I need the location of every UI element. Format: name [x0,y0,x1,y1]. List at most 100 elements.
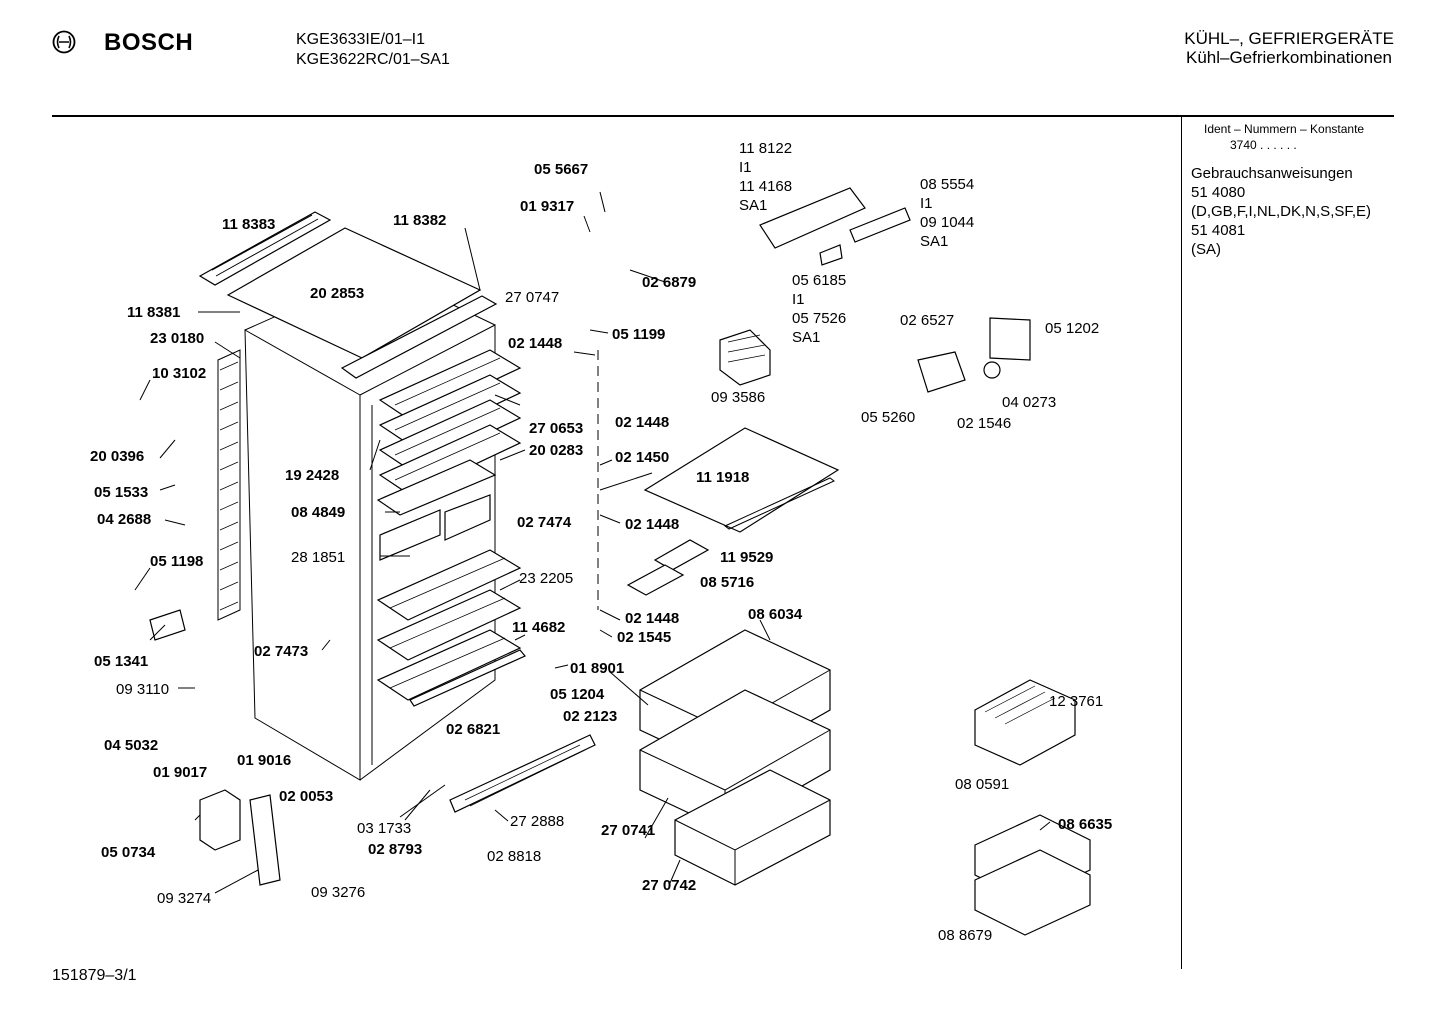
label-ctl-8: SA1 [792,329,820,346]
label-118382: 11 8382 [393,212,446,229]
part-labels: 11 8383 11 8382 20 2853 11 8381 27 0747 … [90,140,1112,944]
label-050734: 05 0734 [101,844,156,861]
label-021448-b: 02 1448 [615,414,669,431]
top-cover [198,211,498,379]
label-ctl-7: 05 7526 [792,310,846,327]
label-051533: 05 1533 [94,484,148,501]
bosch-logo-icon [52,30,76,59]
label-270742: 27 0742 [642,877,696,894]
manual-2-langs: (SA) [1191,241,1221,258]
model-number-1: KGE3633IE/01–I1 [296,31,425,48]
label-021545: 02 1545 [617,629,671,646]
label-ctl-1: 11 8122 [739,140,792,157]
ice-trays [974,679,1091,936]
glass-shelf [643,427,840,533]
label-ctl-3: 11 4168 [739,178,792,195]
label-040273: 04 0273 [1002,394,1056,411]
label-230180: 23 0180 [150,330,204,347]
label-031733: 03 1733 [357,820,411,837]
label-103102: 10 3102 [152,365,206,382]
label-019016: 01 9016 [237,752,291,769]
manuals-title: Gebrauchsanweisungen [1191,165,1353,182]
condenser-coil [217,349,241,621]
label-ctl-6: I1 [792,291,805,308]
compressor-parts [149,609,281,886]
label-093586: 09 3586 [711,389,765,406]
model-number-2: KGE3622RC/01–SA1 [296,51,450,68]
label-270653: 27 0653 [529,420,583,437]
label-021448-a: 02 1448 [508,335,562,352]
label-119529: 11 9529 [720,549,773,566]
ice-cube-trays [626,539,710,596]
label-ctl-10: I1 [920,195,933,212]
freezer-grids [376,549,526,707]
label-051204: 05 1204 [550,686,605,703]
label-021448-d: 02 1448 [625,610,679,627]
label-026879: 02 6879 [642,274,696,291]
label-093276: 09 3276 [311,884,365,901]
label-ctl-12: SA1 [920,233,948,250]
label-021448-c: 02 1448 [625,516,679,533]
manual-2: 51 4081 [1191,222,1246,239]
label-114682: 11 4682 [512,619,565,636]
lamp-housing [917,317,1031,393]
manual-1-langs: (D,GB,F,I,NL,DK,N,S,SF,E) [1191,203,1372,220]
label-200396: 20 0396 [90,448,144,465]
label-026527: 02 6527 [900,312,954,329]
bottom-grille [449,734,596,813]
label-085716: 08 5716 [700,574,754,591]
label-202853: 20 2853 [310,285,364,302]
category-subtitle: Kühl–Gefrierkombinationen [1185,48,1392,67]
label-018901: 01 8901 [570,660,624,677]
sidebar-divider [1181,117,1182,969]
brand-name: BOSCH [104,29,194,56]
label-118381: 11 8381 [127,304,180,321]
label-051198: 05 1198 [150,553,203,570]
label-086034: 08 6034 [748,606,803,623]
ident-title: Ident – Nummern – Konstante [1204,122,1365,136]
label-093110: 09 3110 [116,681,169,698]
leader-lines [134,191,1051,894]
label-084849: 08 4849 [291,504,345,521]
label-020053: 02 0053 [279,788,333,805]
label-027474: 02 7474 [517,514,572,531]
label-086635: 08 6635 [1058,816,1112,833]
header-rule [52,115,1394,117]
label-ctl-9: 08 5554 [920,176,974,193]
label-ctl-2: I1 [739,159,752,176]
freezer-drawers [639,629,831,886]
upper-shelves [376,349,522,516]
label-200283: 20 0283 [529,442,583,459]
label-021546: 02 1546 [957,415,1011,432]
label-051202: 05 1202 [1045,320,1099,337]
control-unit [759,187,911,266]
label-019017: 01 9017 [153,764,207,781]
fan-cover [719,329,771,386]
label-026821: 02 6821 [446,721,500,738]
ident-value: 3740 . . . . . . [1230,138,1297,152]
label-019317: 01 9317 [520,198,574,215]
label-118383: 11 8383 [222,216,275,233]
label-021450: 02 1450 [615,449,669,466]
label-028818: 02 8818 [487,848,541,865]
label-ctl-11: 09 1044 [920,214,974,231]
label-045032: 04 5032 [104,737,158,754]
label-022123: 02 2123 [563,708,617,725]
label-051341: 05 1341 [94,653,148,670]
label-055260: 05 5260 [861,409,915,426]
label-281851: 28 1851 [291,549,345,566]
manual-1: 51 4080 [1191,184,1246,201]
label-027473: 02 7473 [254,643,308,660]
label-093274: 09 3274 [157,890,211,907]
category-title: KÜHL–, GEFRIERGERÄTE [1184,29,1394,48]
label-272888: 27 2888 [510,813,564,830]
label-055667: 05 5667 [534,161,588,178]
label-232205: 23 2205 [519,570,573,587]
label-088679: 08 8679 [938,927,992,944]
label-080591: 08 0591 [955,776,1009,793]
label-028793: 02 8793 [368,841,422,858]
label-ctl-5: 05 6185 [792,272,846,289]
label-123761: 12 3761 [1049,693,1103,710]
mid-boxes [379,494,491,561]
